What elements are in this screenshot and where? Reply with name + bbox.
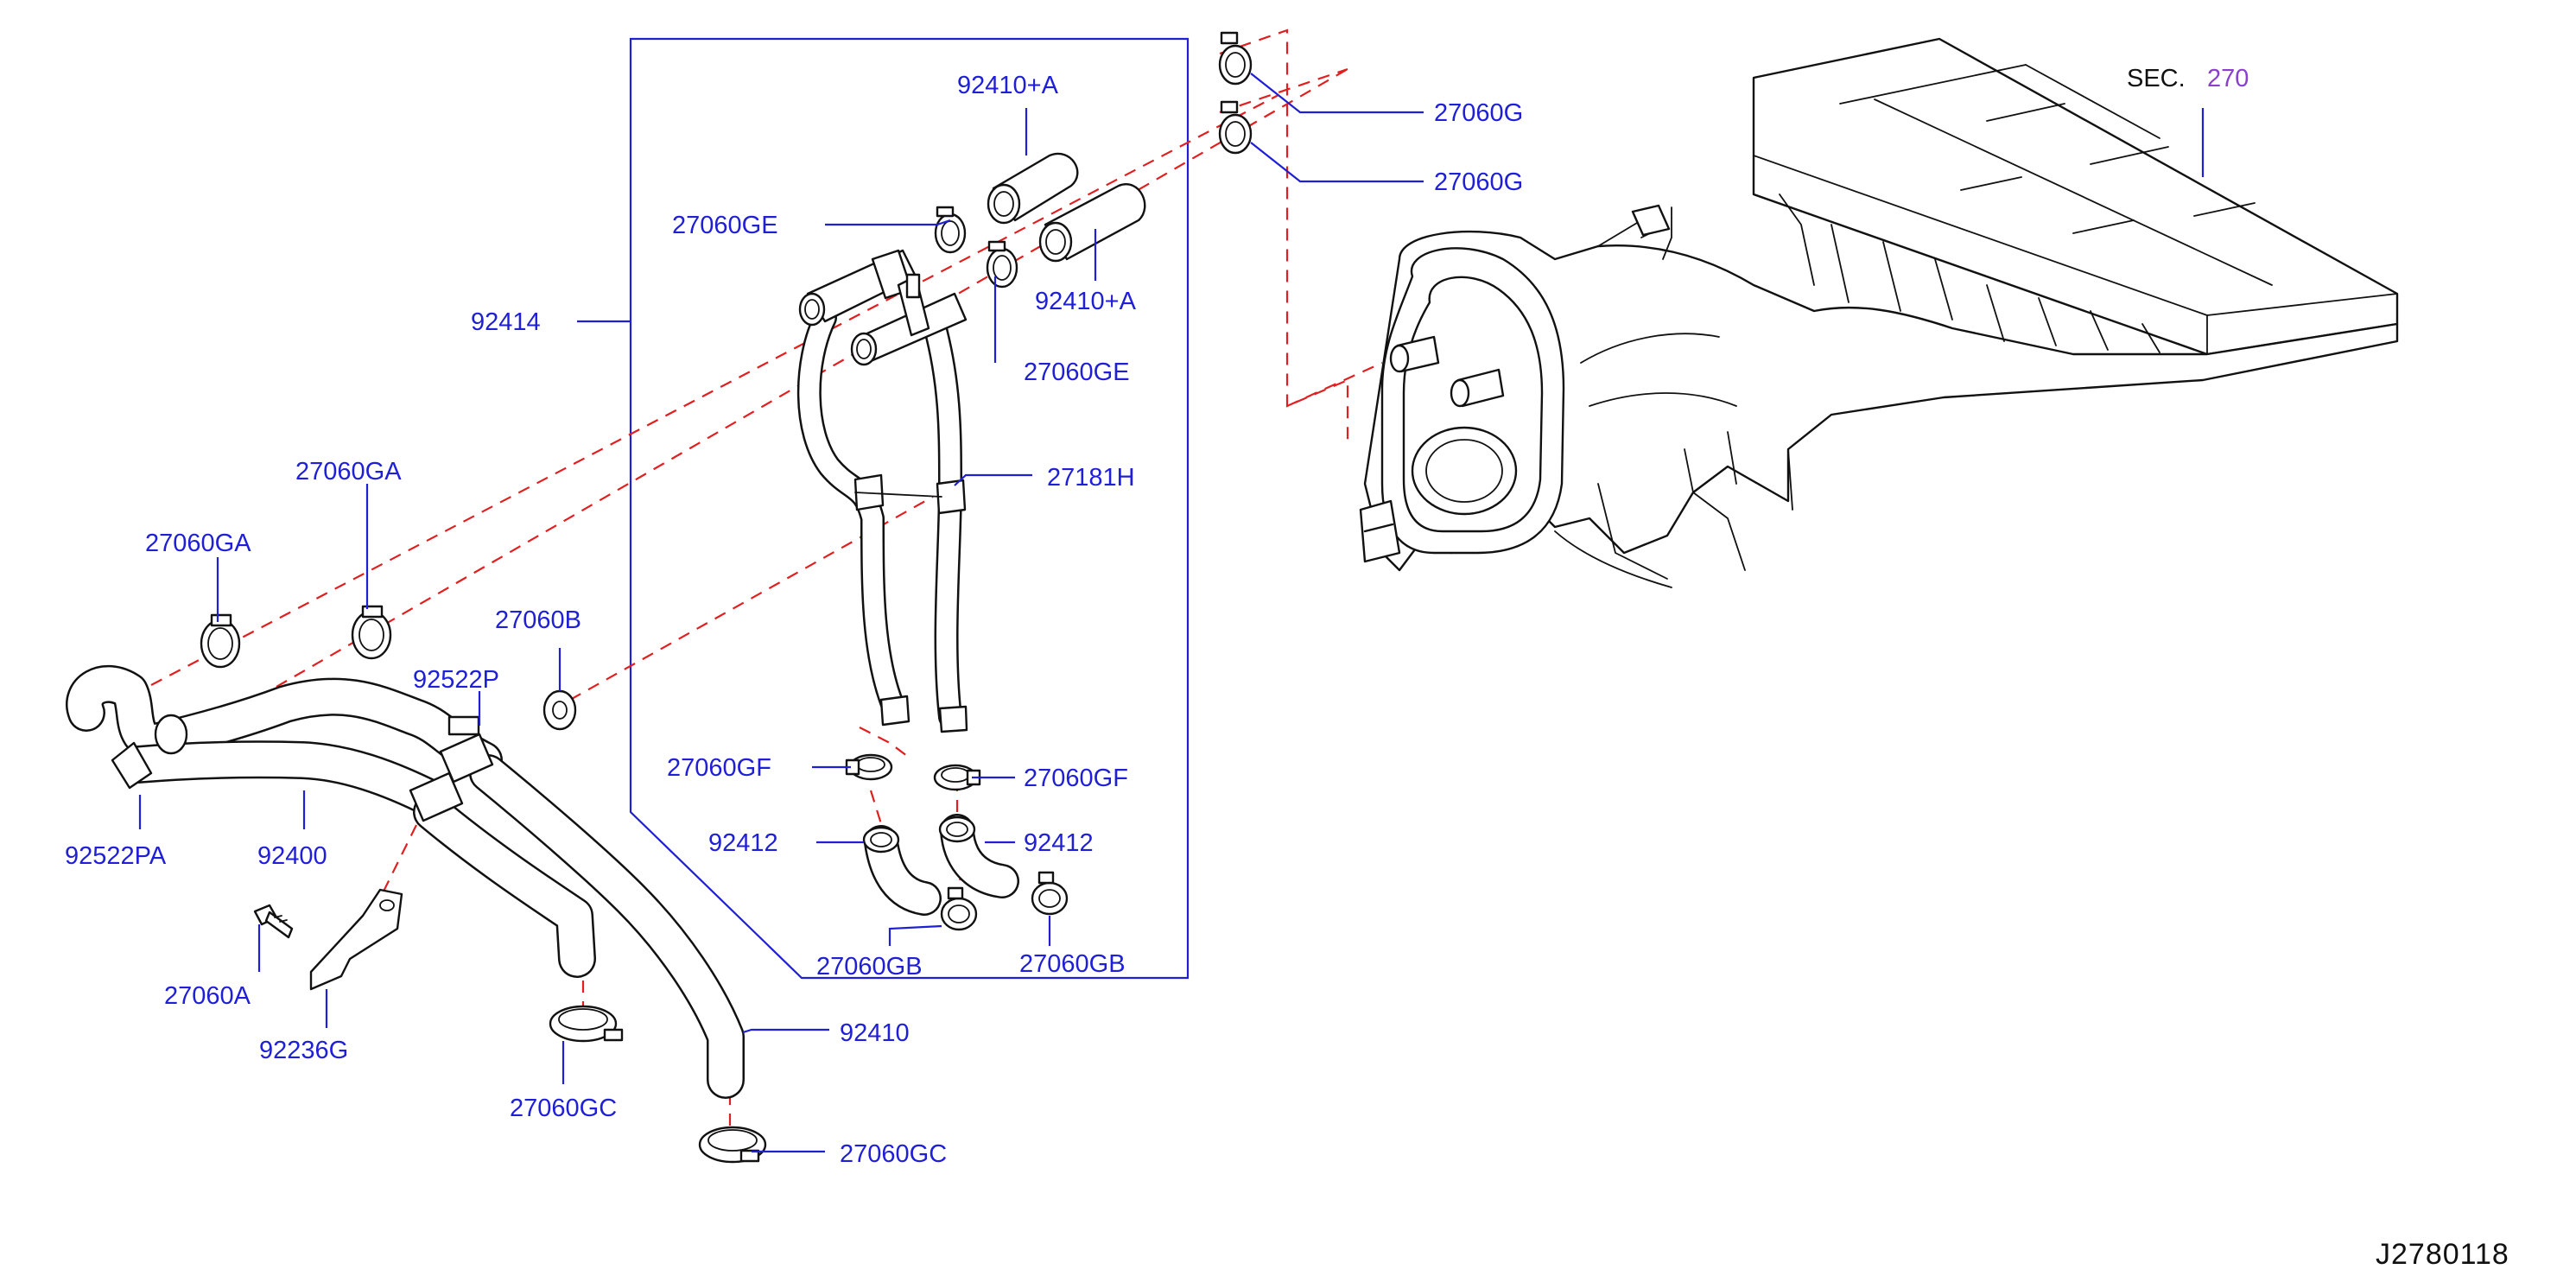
label-27060ga-left[interactable]: 27060GA — [145, 530, 251, 557]
intake-manifold-illustration — [1359, 37, 2399, 588]
bracket-92236g — [309, 888, 403, 991]
clamp-27060gf-left — [845, 753, 893, 781]
label-27060gc-right[interactable]: 27060GC — [840, 1140, 947, 1168]
label-92412-right[interactable]: 92412 — [1024, 829, 1094, 857]
label-92522p[interactable]: 92522P — [413, 666, 499, 694]
label-92410a-bottom[interactable]: 92410+A — [1035, 288, 1137, 315]
clip-92522p — [409, 715, 494, 822]
hose-92412-right — [938, 814, 1019, 898]
label-27060gb-right[interactable]: 27060GB — [1019, 950, 1126, 978]
label-92410[interactable]: 92410 — [840, 1019, 910, 1047]
label-27060b[interactable]: 27060B — [495, 606, 581, 634]
label-27060g-bottom[interactable]: 27060G — [1434, 168, 1523, 196]
label-92414[interactable]: 92414 — [471, 308, 541, 336]
label-92400[interactable]: 92400 — [257, 842, 327, 870]
clamp-27060gc-left — [549, 1005, 624, 1043]
clamp-27060ga-left — [200, 613, 241, 669]
label-92412-left[interactable]: 92412 — [708, 829, 778, 857]
manifold-pipe-stub-upper — [1389, 335, 1440, 373]
label-27060gf-left[interactable]: 27060GF — [667, 754, 771, 782]
section-prefix: SEC. — [2127, 65, 2186, 92]
label-92410a-top[interactable]: 92410+A — [957, 72, 1059, 99]
installation-paths — [150, 29, 1383, 1132]
leader-lines — [138, 73, 2205, 1153]
label-27060gb-left[interactable]: 27060GB — [816, 953, 923, 981]
label-92522pa[interactable]: 92522PA — [65, 842, 167, 870]
label-27060ga-right[interactable]: 27060GA — [295, 458, 402, 486]
label-27060gf-right[interactable]: 27060GF — [1024, 765, 1128, 792]
clamp-27060ga-right — [351, 605, 392, 660]
bolt-27060a — [253, 904, 294, 939]
hose-92410a-bottom — [1038, 183, 1146, 263]
part-labels: 92410+A 27060GE 92410+A 27060GE 92414 27… — [65, 72, 1523, 1168]
clamp-27060g-top — [1218, 31, 1253, 86]
clamp-27060ge-left — [934, 206, 967, 254]
hose-92412-left — [862, 825, 942, 916]
label-27060ge-right[interactable]: 27060GE — [1024, 359, 1130, 386]
clamp-27060gb-right — [1031, 871, 1069, 916]
clip-92522pa — [111, 714, 188, 790]
label-27060gc-left[interactable]: 27060GC — [510, 1095, 617, 1122]
clamp-27060gb-left — [940, 886, 978, 931]
diagram-id: J2780118 — [2376, 1238, 2509, 1271]
subassembly-frame — [629, 37, 1190, 980]
label-27060a[interactable]: 27060A — [164, 982, 251, 1010]
clamp-27060g-bottom — [1218, 100, 1253, 155]
clamp-27060gc-right — [698, 1126, 767, 1164]
hose-92410 — [413, 754, 745, 1099]
label-27060g-top[interactable]: 27060G — [1434, 99, 1523, 127]
label-92236g[interactable]: 92236G — [259, 1037, 348, 1064]
label-27060ge-left[interactable]: 27060GE — [672, 212, 778, 239]
label-27181h[interactable]: 27181H — [1047, 464, 1135, 492]
hose-92400 — [66, 664, 503, 818]
pipe-assembly-92414 — [796, 249, 968, 733]
section-number-link[interactable]: 270 — [2207, 65, 2249, 92]
section-reference: SEC. 270 — [2127, 65, 2249, 92]
hose-92410a-top — [987, 152, 1079, 225]
grommet-27060b — [542, 689, 577, 731]
clamp-27060ge-right — [986, 240, 1018, 289]
manifold-pipe-stub-lower — [1450, 368, 1505, 408]
